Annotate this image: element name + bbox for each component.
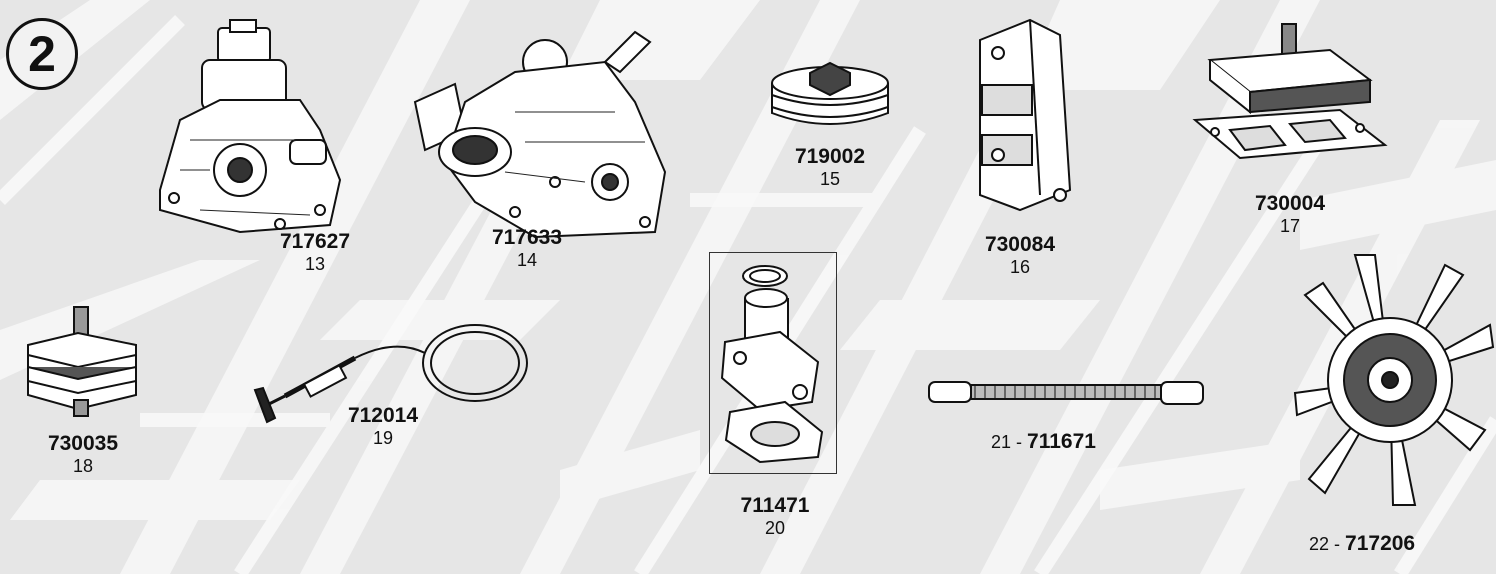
part-code: 730035 [47, 432, 119, 455]
part-code: 712014 [347, 404, 419, 427]
part-item[interactable]: 22 - 717206 [1293, 254, 1495, 565]
part-item[interactable]: 730084 16 [960, 15, 1100, 285]
part-code: 717627 [279, 230, 351, 253]
filter-wrench-cap-icon [771, 61, 889, 125]
rubber-mount-icon [27, 306, 137, 417]
part-item[interactable]: 719002 15 [760, 55, 900, 195]
water-pump-icon [159, 19, 342, 234]
part-item[interactable]: 711471 20 [700, 262, 850, 547]
cooling-fan-icon [1293, 254, 1495, 506]
throttle-cable-icon [253, 324, 528, 424]
label-separator: - [1011, 432, 1028, 452]
part-number: 17 [1279, 216, 1301, 237]
part-number: 21 [991, 432, 1012, 452]
part-number: 16 [1009, 257, 1031, 278]
engine-mount-block-icon [979, 18, 1072, 212]
part-item[interactable]: 717627 13 [140, 19, 350, 280]
flexible-pipe-icon [928, 381, 1204, 405]
part-code: 719002 [794, 145, 866, 168]
page-number-badge: 2 [6, 18, 78, 90]
part-number: 15 [819, 169, 841, 190]
part-number: 22 [1309, 534, 1330, 554]
part-code: 711671 [1027, 430, 1096, 453]
part-code: 717633 [491, 226, 563, 249]
thermostat-housing-icon [720, 265, 824, 464]
part-number: 18 [72, 456, 94, 477]
part-item[interactable]: 712014 19 [245, 318, 535, 458]
part-number: 14 [516, 250, 538, 271]
part-code: 711471 [740, 494, 810, 517]
part-item[interactable]: 730004 17 [1190, 20, 1390, 245]
part-code: 730004 [1254, 192, 1326, 215]
part-item[interactable]: 730035 18 [18, 305, 148, 485]
water-pump-large-icon [413, 30, 667, 239]
page-number: 2 [28, 26, 56, 82]
part-number: 13 [304, 254, 326, 275]
label-separator: - [1329, 534, 1346, 554]
part-item[interactable]: 21 - 711671 [925, 370, 1210, 460]
engine-mount-flat-icon [1192, 23, 1388, 160]
part-code: 717206 [1345, 532, 1416, 555]
part-frame [709, 252, 837, 474]
part-code: 730084 [984, 233, 1056, 256]
part-number: 19 [372, 428, 394, 449]
part-number: 20 [764, 518, 786, 539]
part-item[interactable]: 717633 14 [405, 30, 675, 282]
